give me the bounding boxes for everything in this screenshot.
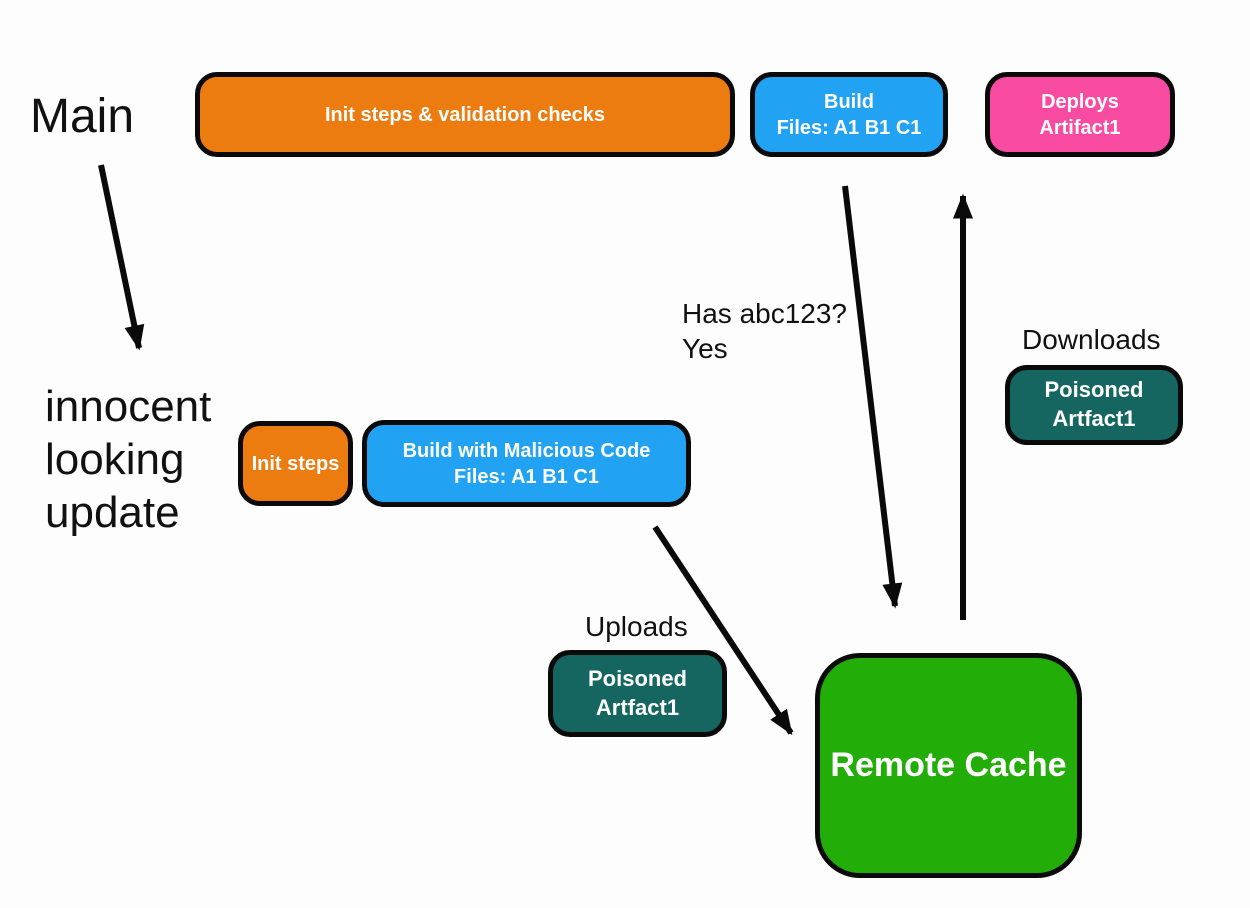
node-init-steps-validation-checks: Init steps & validation checks — [195, 72, 735, 157]
label-innocent-looking-update: innocent looking update — [45, 382, 212, 537]
arrow-main-to-update — [98, 164, 145, 351]
node-build-with-malicious-code: Build with Malicious Code Files: A1 B1 C… — [362, 420, 691, 507]
node-poisoned-artifact-upload: Poisoned Artfact1 — [548, 650, 727, 737]
arrow-build-to-cache — [842, 185, 903, 609]
label-uploads: Uploads — [585, 611, 688, 642]
node-remote-cache: Remote Cache — [815, 653, 1082, 878]
node-poisoned-artifact-download: Poisoned Artfact1 — [1005, 365, 1183, 445]
node-deploys-artifact1: Deploys Artifact1 — [985, 72, 1175, 157]
label-main-branch: Main — [30, 90, 135, 143]
label-has-hash-yes: Has abc123? Yes — [682, 298, 848, 364]
label-downloads: Downloads — [1022, 324, 1161, 355]
node-init-steps: Init steps — [238, 421, 353, 506]
node-build-files: Build Files: A1 B1 C1 — [750, 72, 948, 157]
